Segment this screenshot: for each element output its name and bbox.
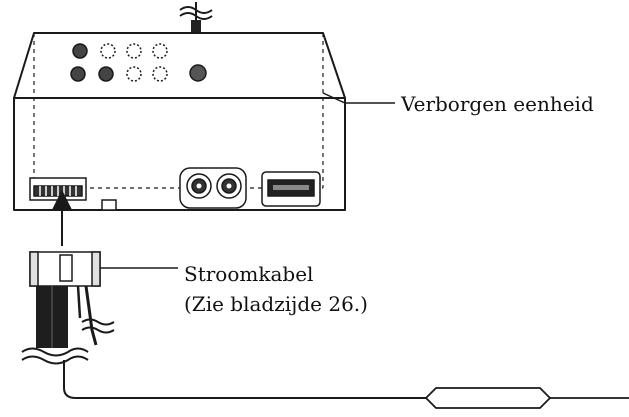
- power-port: [29, 177, 117, 211]
- power-cable-label: Stroomkabel: [184, 262, 314, 286]
- extension-wire: [63, 360, 426, 399]
- rca-jacks: [179, 167, 247, 209]
- top-wire-grommet: [191, 20, 201, 34]
- insert-arrow: [52, 189, 72, 246]
- screw-holes: [70, 43, 207, 82]
- cable-bundle: [36, 285, 98, 348]
- video-port: [261, 171, 321, 207]
- hidden-unit-box: [13, 32, 346, 211]
- cable-break-marks: [21, 318, 115, 365]
- unit-leader-line: [322, 92, 395, 104]
- page-reference-label: (Zie bladzijde 26.): [184, 292, 368, 316]
- inline-fuse-holder: [424, 387, 629, 409]
- power-cable-plug: [29, 251, 101, 287]
- hidden-unit-label: Verborgen eenheid: [401, 92, 594, 116]
